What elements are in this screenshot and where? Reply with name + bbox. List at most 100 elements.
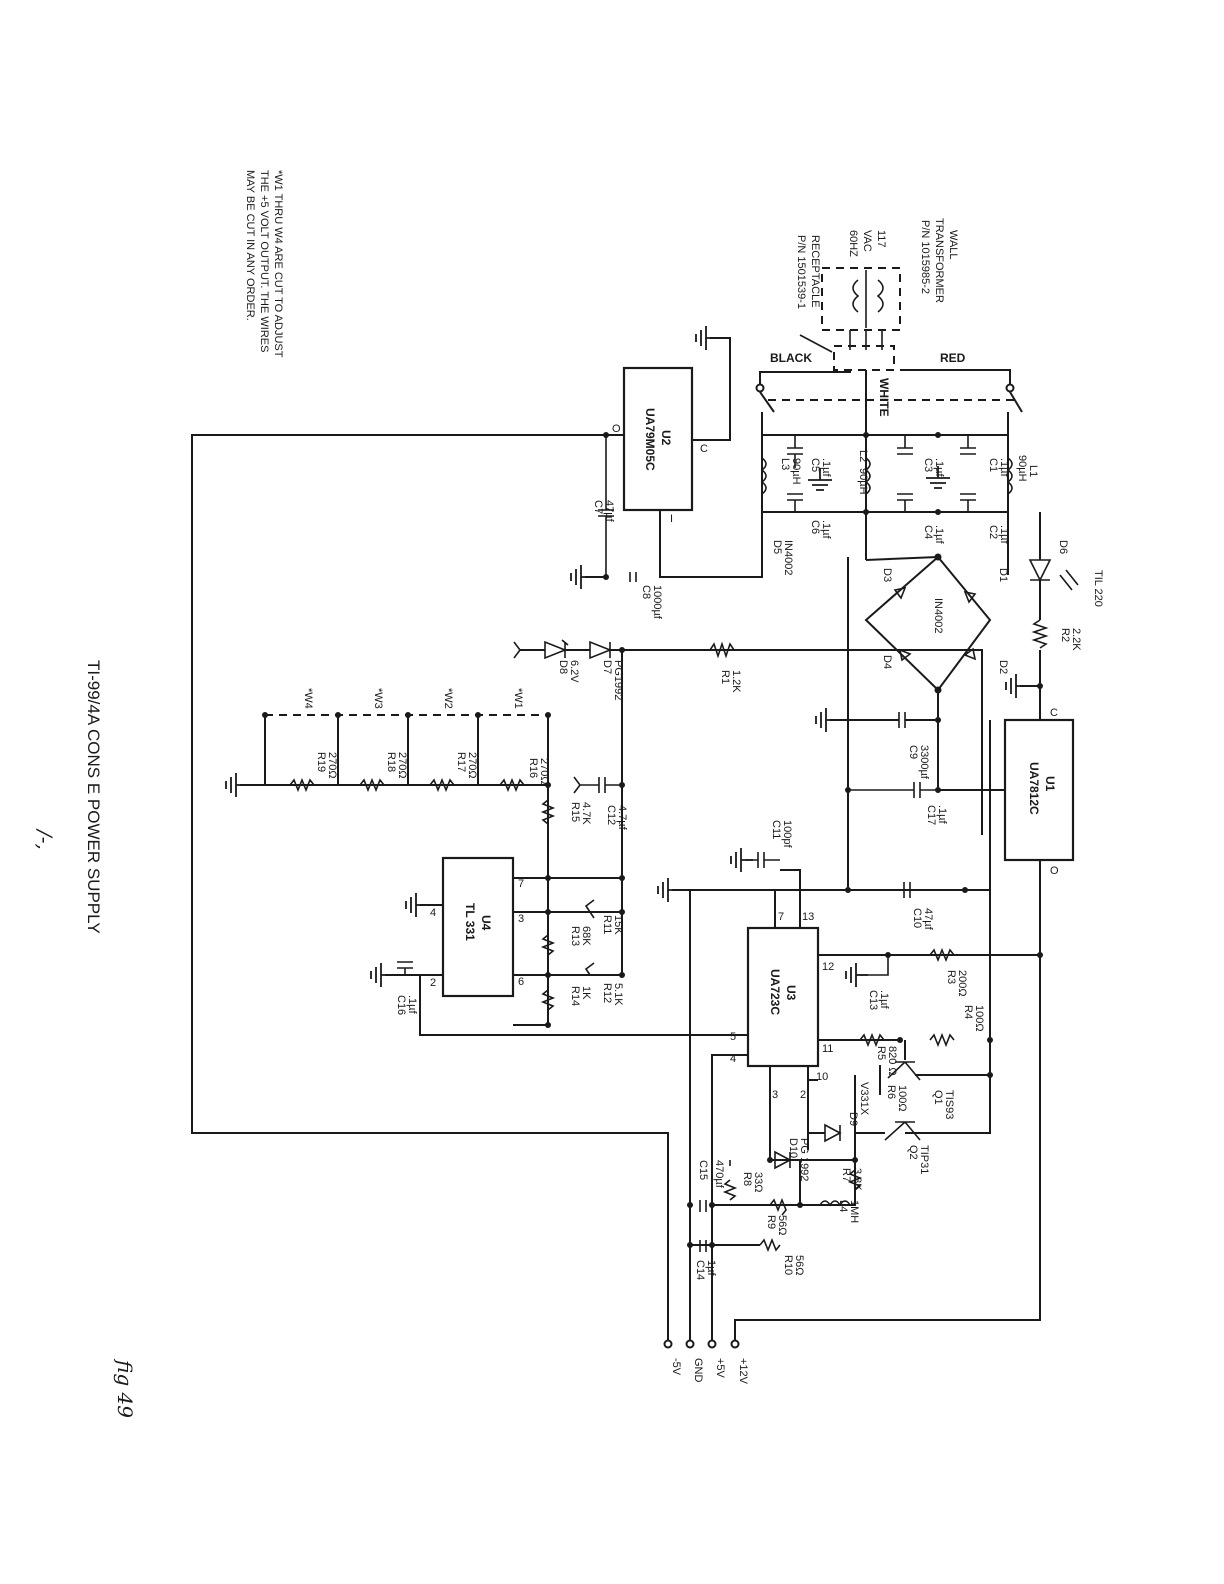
u3-wiring [689,869,1040,1340]
u3-pin-label: 4 [730,1053,736,1065]
ref-label: R6 [885,1085,897,1099]
value-label: 1.2K [730,670,742,693]
bridge-feed [865,555,1009,575]
receptacle-outline [833,345,895,371]
capacitor-c14 [699,1240,707,1252]
inductor-l4 [819,1200,851,1207]
divider-resistors [540,899,595,1011]
u1-part: UA7812C [1027,762,1041,815]
ref-label: L4 [837,1200,849,1212]
pass-transistors [854,890,991,1160]
ref-label: Q2 [907,1145,919,1160]
u1-pin-label: O [1050,865,1059,877]
u4-pin-label: 4 [430,907,436,919]
u2-part: UA79M05C [643,408,657,471]
ref-label: R14 [569,986,581,1006]
ref-label: D4 [881,655,893,669]
receptacle-part-number: P/N 1501539-1 [795,235,807,309]
value-label: 270Ω [396,752,408,779]
title-block: TI-99/4A CONS E POWER SUPPLY [84,660,103,934]
value-label: PG1992 [612,660,624,700]
ref-label: C17 [925,805,937,825]
value-label: 33Ω [752,1172,764,1192]
value-label: 100Ω [973,1005,985,1032]
ref-label: D2 [997,660,1009,674]
ref-label: R15 [569,802,581,822]
trim-resistors [289,777,525,793]
u1-ref: U1 [1043,776,1057,792]
inductor-l2 [864,457,871,495]
ref-label: R2 [1059,628,1071,642]
bias-resistors [859,947,955,1048]
output-network [690,1159,856,1246]
trim-wires [264,715,549,1025]
value-label: 56Ω [776,1215,788,1235]
label-plus-5v: +5V [714,1358,726,1379]
capacitor-c7 [598,435,614,577]
value-label: 47µf [922,908,934,931]
ref-label: C15 [697,1160,709,1180]
ref-label: C6 [809,520,821,534]
note-line-1: *W1 THRU W4 ARE CUT TO ADJUST [272,170,284,358]
value-label: .1µf [933,525,945,545]
ref-label: D5 [771,540,783,554]
ref-label: D8 [557,660,569,674]
value-label: 820 Ω [886,1046,898,1076]
ref-label: C13 [867,990,879,1010]
capacitor-c1 [960,435,976,455]
value-label: 1µf [705,1260,717,1276]
ref-label: D3 [881,568,893,582]
value-label: PG 1992 [798,1138,810,1181]
value-label: 1MH [848,1200,860,1223]
figure-number: fig 49 [113,1358,137,1418]
u3-pin-label: 5 [730,1031,736,1043]
u2-pin-label: O [612,423,621,435]
value-label: .1µf [998,525,1010,545]
wire-white-label: WHITE [877,378,891,417]
zener-d8 [544,639,569,660]
ref-label: C14 [694,1260,706,1280]
capacitor-c8 [629,572,637,582]
u3-pin-label: 11 [822,1043,833,1055]
value-label: 47µf [603,500,615,523]
u2-pin-label: C [700,443,708,455]
bridge-diodes [893,586,977,662]
value-label: 68K [580,926,592,946]
ic-u2 [622,366,694,512]
note-line-2: THE +5 VOLT OUTPUT. THE WIRES [258,170,270,352]
ref-label: C3 [922,458,934,472]
terminal-plus-5v [707,1339,717,1349]
ref-label: C1 [987,458,999,472]
ref-label: L3 [779,458,791,470]
u4-ref: U4 [479,915,493,931]
u4-output [419,974,735,1036]
value-label: 6.2V [568,660,580,683]
value-label: .1µf [406,995,418,1015]
ref-label: R1 [719,670,731,684]
u4-pin-label: 3 [518,913,524,925]
fig-mark: fig 49 [113,1358,137,1418]
value-label: 3300µf [918,745,930,780]
capacitor-c2 [960,493,976,512]
ref-label: D9 [847,1112,859,1126]
u1-pin-label: C [1050,707,1058,719]
label-minus-5v: -5V [670,1358,682,1376]
transistor-q1 [887,1061,921,1081]
value-label: 1K [580,986,592,1000]
ref-label: R9 [765,1215,777,1229]
rail-plus-12v [734,860,1041,1340]
led-emission-arrows [1059,569,1079,591]
capacitor-c5 [787,435,803,468]
ac-voltage: 117 [875,230,887,248]
wire-red-label: RED [940,351,966,365]
value-label: 200Ω [956,970,968,997]
reference-wire [520,649,983,835]
value-label: IN4002 [782,540,794,575]
value-label: V331X [858,1082,870,1116]
ref-label: C8 [640,585,652,599]
receptacle-label: RECEPTACLE [809,235,821,308]
ic-u4 [441,856,515,998]
ref-label: D7 [601,660,613,674]
